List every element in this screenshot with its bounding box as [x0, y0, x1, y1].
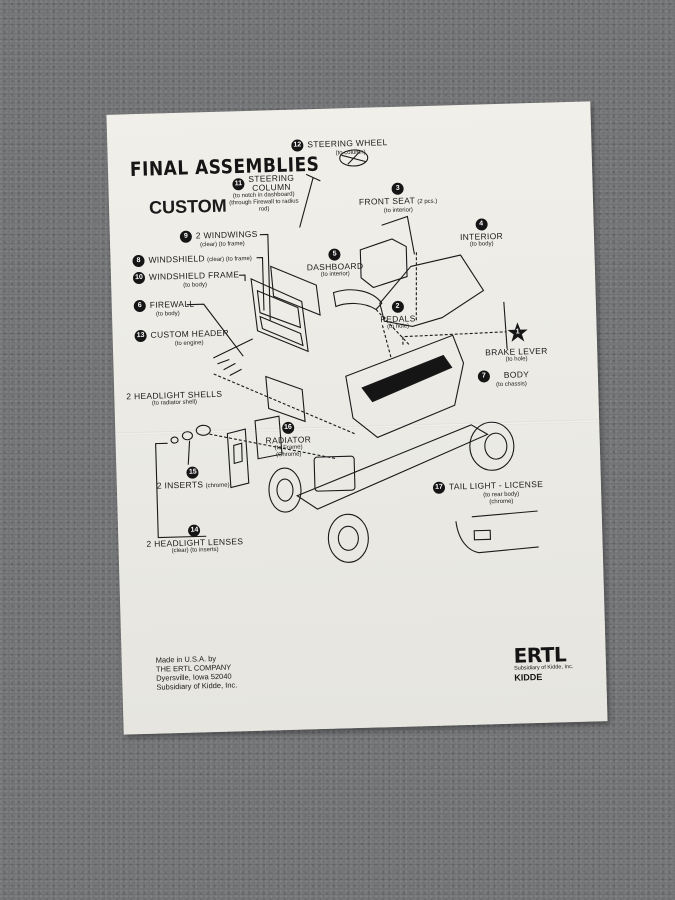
part-number-1: 1 — [515, 328, 520, 336]
kidde-logo: KIDDE — [514, 671, 543, 683]
dashboard-drawing — [332, 289, 383, 311]
manufacturer-info: Made in U.S.A. by THE ERTL COMPANY Dyers… — [156, 653, 238, 692]
brake-lever-drawing — [503, 301, 508, 349]
part-number-17: 17 — [432, 481, 446, 494]
part-number-6: 6 — [133, 299, 146, 313]
body-drawing — [345, 334, 465, 439]
windshield-drawing — [270, 265, 321, 316]
part-label-5: 5 DASHBOARD (to interior) — [306, 248, 363, 280]
part-label-4: 4 INTERIOR (to body) — [459, 218, 503, 249]
part-label-2: 2 PEDALS (to hole) — [380, 300, 416, 331]
part-number-5: 5 — [328, 248, 341, 261]
part-number-4: 4 — [474, 218, 488, 231]
part-number-9: 9 — [179, 230, 193, 243]
chassis-drawing — [295, 424, 489, 510]
part-number-3: 3 — [391, 182, 404, 195]
star-marker: 1 — [506, 321, 529, 344]
front-seat-drawing — [359, 215, 415, 289]
part-number-8: 8 — [132, 254, 145, 268]
part-number-15: 15 — [186, 466, 199, 479]
custom-header-drawing — [213, 338, 253, 377]
part-number-16: 16 — [281, 421, 295, 435]
part-number-13: 13 — [134, 329, 147, 343]
ertl-logo: ERTL — [513, 642, 567, 668]
steering-wheel-drawing — [339, 149, 369, 167]
windshield-frame-drawing — [250, 278, 309, 353]
tail-light-drawing — [455, 510, 539, 554]
radiator-drawing — [254, 415, 283, 460]
part-label-15: 15 2 INSERTS (chrome) — [156, 466, 230, 493]
page-subtitle: CUSTOM — [148, 195, 227, 218]
part-label-1: BRAKE LEVER (to hole) — [485, 345, 548, 363]
part-number-11: 11 — [232, 178, 245, 191]
part-number-10: 10 — [132, 271, 146, 285]
part-number-14: 14 — [188, 524, 201, 537]
part-label-16: 16 RADIATOR (to Frame) (Chrome) — [265, 421, 312, 459]
part-label-3: 3 FRONT SEAT (2 pcs.) (to interior) — [358, 182, 437, 216]
firewall-drawing — [265, 375, 306, 423]
ertl-brand-block: ERTL Subsidiary of Kidde, Inc. KIDDE — [513, 642, 573, 683]
exploded-view-diagram — [155, 149, 539, 563]
part-label-14: 14 2 HEADLIGHT LENSES (clear) (to insert… — [146, 523, 244, 556]
wheel-front-left — [268, 467, 302, 513]
part-number-2: 2 — [391, 300, 404, 313]
steering-column-drawing — [299, 176, 314, 228]
star-marker-icon — [507, 322, 528, 342]
interior-drawing — [379, 254, 485, 327]
part-label-headlight-shells: 2 HEADLIGHT SHELLS (to radiator shell) — [126, 388, 223, 407]
part-number-7: 7 — [477, 370, 491, 383]
wheel-front-right — [327, 513, 369, 563]
part-number-12: 12 — [291, 139, 304, 152]
headlight-shells-drawing — [195, 424, 211, 436]
wheel-rear — [469, 421, 515, 471]
